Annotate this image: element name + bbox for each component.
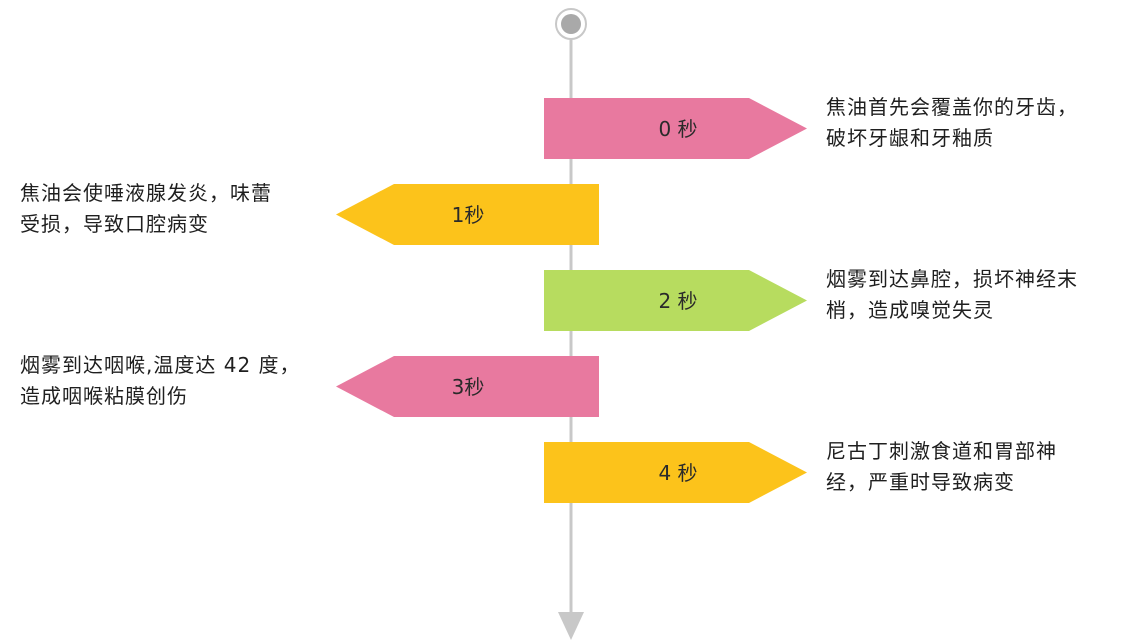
step-description-line: 焦油会使唾液腺发炎，味蕾: [20, 181, 272, 205]
step-arrow-0: [544, 98, 807, 159]
step-description-line: 焦油首先会覆盖你的牙齿，: [826, 95, 1078, 119]
step-description-line: 烟雾到达鼻腔，损坏神经末: [826, 267, 1078, 291]
step-arrow-2: [544, 270, 807, 331]
step-description: 尼古丁刺激食道和胃部神经，严重时导致病变: [826, 436, 1057, 498]
timeline-start-node-inner: [561, 14, 581, 34]
step-description-line: 经，严重时导致病变: [826, 470, 1015, 494]
timeline-end-arrow-icon: [558, 612, 584, 640]
step-description-line: 造成咽喉粘膜创伤: [20, 384, 188, 408]
step-description-line: 梢，造成嗅觉失灵: [826, 298, 994, 322]
step-time-label: 0 秒: [658, 116, 698, 141]
step-time-label: 1秒: [451, 202, 485, 227]
step-arrow-3: [336, 356, 599, 417]
step-description-line: 尼古丁刺激食道和胃部神: [826, 439, 1057, 463]
step-arrow-1: [336, 184, 599, 245]
step-time-label: 3秒: [451, 374, 485, 399]
step-description: 烟雾到达咽喉,温度达 42 度， 造成咽喉粘膜创伤: [20, 350, 301, 412]
step-description-line: 受损，导致口腔病变: [20, 212, 209, 236]
step-description: 焦油首先会覆盖你的牙齿， 破坏牙龈和牙釉质: [826, 92, 1078, 154]
step-description-line: 烟雾到达咽喉,温度达 42 度，: [20, 353, 301, 377]
step-description-line: 破坏牙龈和牙釉质: [826, 126, 994, 150]
step-time-label: 2 秒: [658, 288, 698, 313]
step-description: 烟雾到达鼻腔，损坏神经末梢，造成嗅觉失灵: [826, 264, 1078, 326]
step-arrow-4: [544, 442, 807, 503]
step-description: 焦油会使唾液腺发炎，味蕾受损，导致口腔病变: [20, 178, 272, 240]
step-time-label: 4 秒: [658, 460, 698, 485]
